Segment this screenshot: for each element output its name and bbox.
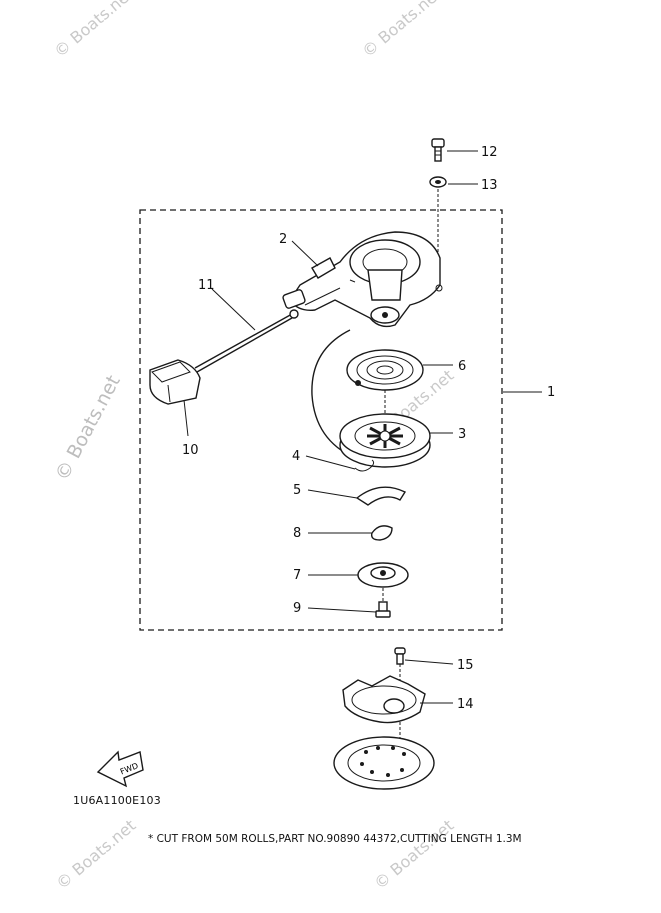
watermark-bottom-right: © Boats.net — [370, 816, 457, 893]
part-12-bolt — [431, 138, 445, 162]
leader-lines — [183, 150, 542, 704]
callout-11: 11 — [198, 278, 215, 293]
callout-12: 12 — [481, 145, 498, 160]
callouts: 12 13 2 11 1 6 3 10 4 5 8 7 9 15 14 — [182, 145, 555, 712]
starter-rope — [311, 329, 356, 459]
watermark-bottom-left: © Boats.net — [52, 816, 139, 893]
callout-2: 2 — [279, 232, 287, 247]
callout-10: 10 — [182, 443, 199, 458]
fwd-arrow: FWD — [96, 750, 144, 788]
part-7-plate — [357, 562, 409, 588]
callout-13: 13 — [481, 178, 498, 193]
part-10-handle-grip — [149, 359, 201, 405]
part-11-cable — [194, 309, 299, 373]
callout-8: 8 — [293, 526, 301, 541]
callout-6: 6 — [458, 359, 466, 374]
callout-3: 3 — [458, 427, 466, 442]
callout-5: 5 — [293, 483, 301, 498]
callout-4: 4 — [292, 449, 300, 464]
part-2-starter-case — [282, 231, 443, 328]
part-13-washer — [429, 176, 447, 255]
footnote: * CUT FROM 50M ROLLS,PART NO.90890 44372… — [148, 833, 522, 845]
callout-15: 15 — [457, 658, 474, 673]
watermark-left: © Boats.net — [51, 372, 125, 485]
callout-14: 14 — [457, 697, 474, 712]
part-8-spring — [370, 525, 393, 541]
callout-9: 9 — [293, 601, 301, 616]
part-3-sheave-drum — [339, 413, 431, 468]
part-6-spring — [346, 349, 424, 391]
assembly-box — [139, 209, 503, 631]
flywheel-plate — [333, 736, 435, 790]
callout-7: 7 — [293, 568, 301, 583]
watermark-top-left: © Boats.net — [50, 0, 137, 61]
watermark-top-right: © Boats.net — [358, 0, 445, 61]
diagram-code: 1U6A1100E103 — [73, 794, 161, 807]
part-14-starter-pulley — [342, 675, 426, 738]
part-4-spring — [354, 459, 375, 472]
part-9-bolt — [375, 588, 391, 618]
part-5-drive-pawl — [355, 486, 407, 506]
callout-1: 1 — [547, 385, 555, 400]
